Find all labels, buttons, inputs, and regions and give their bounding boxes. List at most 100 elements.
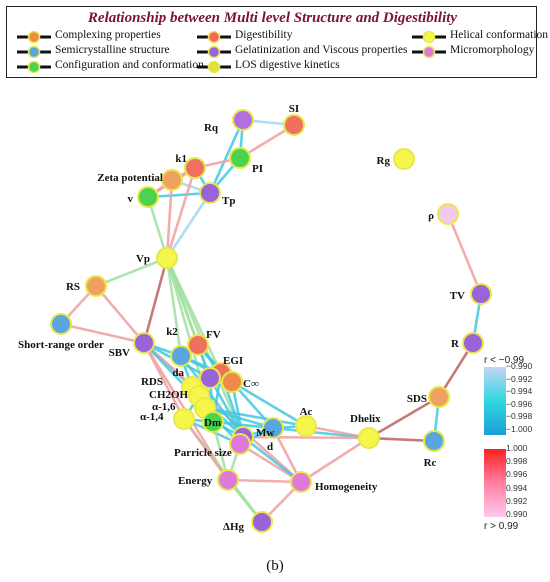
- node-tp: [199, 182, 221, 204]
- edge: [242, 435, 302, 484]
- node-label: SBV: [109, 347, 130, 359]
- node-label: Tp: [222, 195, 235, 207]
- legend-symbol: [17, 61, 51, 73]
- node-label: Zeta potential: [97, 172, 163, 184]
- legend-symbol: [412, 46, 446, 58]
- figure-caption: (b): [266, 558, 284, 574]
- legend-box: Relationship between Multi level Structu…: [6, 6, 548, 78]
- node-sro: [50, 313, 72, 335]
- node-label: CH2OH: [149, 389, 189, 401]
- node-dm: [202, 411, 224, 433]
- edge: [142, 257, 169, 344]
- legend-label: Semicrystalline structure: [55, 44, 170, 56]
- node-label: Energy: [178, 475, 213, 487]
- edge: [204, 406, 307, 428]
- edge: [165, 192, 212, 259]
- node-label: Rq: [204, 122, 219, 134]
- colorbar-tick: −0.992: [506, 373, 533, 384]
- edge: [60, 322, 145, 345]
- nodes-layer: [50, 109, 492, 533]
- node-rc: [423, 430, 445, 452]
- edge: [272, 426, 370, 440]
- legend-label: Gelatinization and Viscous properties: [235, 44, 408, 56]
- node-sbv: [133, 332, 155, 354]
- node-label: Rg: [377, 155, 391, 167]
- node-tv: [470, 283, 492, 305]
- legend-label: LOS digestive kinetics: [235, 59, 340, 71]
- node-k1: [184, 157, 206, 179]
- node-label: d: [267, 441, 273, 453]
- colorbar-tick: 0.992: [506, 495, 528, 506]
- node-da: [199, 367, 221, 389]
- node-vp: [156, 247, 178, 269]
- edge: [208, 119, 245, 194]
- node-v: [137, 186, 159, 208]
- node-rg: [393, 148, 415, 170]
- edge: [231, 380, 307, 428]
- node-label: α-1,4: [140, 411, 164, 423]
- legend-label: Complexing properties: [55, 29, 161, 41]
- node-label: Dm: [204, 417, 221, 429]
- node-label: da: [172, 367, 184, 379]
- node-si: [283, 114, 305, 136]
- legend-label: Configuration and conformation: [55, 59, 204, 71]
- legend-label: Helical conformation: [450, 29, 549, 41]
- node-r: [462, 332, 484, 354]
- colorbar-tick: 0.996: [506, 469, 528, 480]
- colorbar-neg-label: r < −0.99: [484, 355, 525, 366]
- node-ps: [229, 433, 251, 455]
- colorbar-tick: −1.000: [506, 424, 533, 434]
- node-label: Vp: [136, 253, 150, 265]
- node-label: SDS: [407, 393, 427, 405]
- legend-label: Micromorphology: [450, 44, 535, 56]
- node-label: Homogeneity: [315, 481, 378, 493]
- node-label: C∞: [243, 378, 259, 390]
- legend-title: Relationship between Multi level Structu…: [87, 10, 458, 26]
- node-energy: [217, 469, 239, 491]
- colorbar-tick: 0.998: [506, 456, 528, 467]
- legend-symbol: [197, 31, 231, 43]
- node-rho: [437, 203, 459, 225]
- edge: [165, 257, 183, 357]
- node-rs: [85, 275, 107, 297]
- node-label: α-1,6: [152, 401, 176, 413]
- colorbar: r < −0.99 −0.990−0.992−0.994−0.996−0.998…: [480, 355, 550, 535]
- edge: [242, 435, 370, 440]
- edge: [446, 213, 483, 295]
- colorbar-tick: −0.998: [506, 411, 533, 422]
- colorbar-pos-label: r > 0.99: [484, 521, 519, 532]
- node-label: Dhelix: [350, 413, 381, 425]
- node-label: ΔHg: [223, 521, 244, 533]
- edge: [182, 418, 230, 481]
- colorbar-tick: 0.990: [506, 509, 528, 519]
- node-label: RS: [66, 281, 80, 293]
- edge: [368, 395, 440, 440]
- edge: [95, 256, 168, 288]
- node-k2: [170, 345, 192, 367]
- colorbar-gradient: [484, 367, 506, 517]
- node-label: Mw: [256, 427, 274, 439]
- node-label: k1: [175, 153, 187, 165]
- node-label: SI: [289, 103, 299, 115]
- colorbar-tick: −0.994: [506, 386, 533, 397]
- node-cinf: [221, 371, 243, 393]
- node-dhelix: [358, 427, 380, 449]
- legend-symbol: [17, 46, 51, 58]
- legend-symbol: [17, 31, 51, 43]
- node-label: Parricle size: [174, 447, 232, 459]
- edge: [208, 377, 245, 438]
- edge: [165, 179, 174, 259]
- node-a14: [173, 408, 195, 430]
- colorbar-tick: −0.996: [506, 398, 533, 409]
- node-label: RDS: [141, 376, 163, 388]
- node-label: EGI: [223, 355, 243, 367]
- node-dhg: [251, 511, 273, 533]
- node-label: FV: [206, 329, 221, 341]
- edge: [300, 436, 370, 484]
- colorbar-tick: 1.000: [506, 443, 528, 453]
- edge: [95, 285, 145, 344]
- node-d: [262, 417, 284, 439]
- node-ac: [295, 415, 317, 437]
